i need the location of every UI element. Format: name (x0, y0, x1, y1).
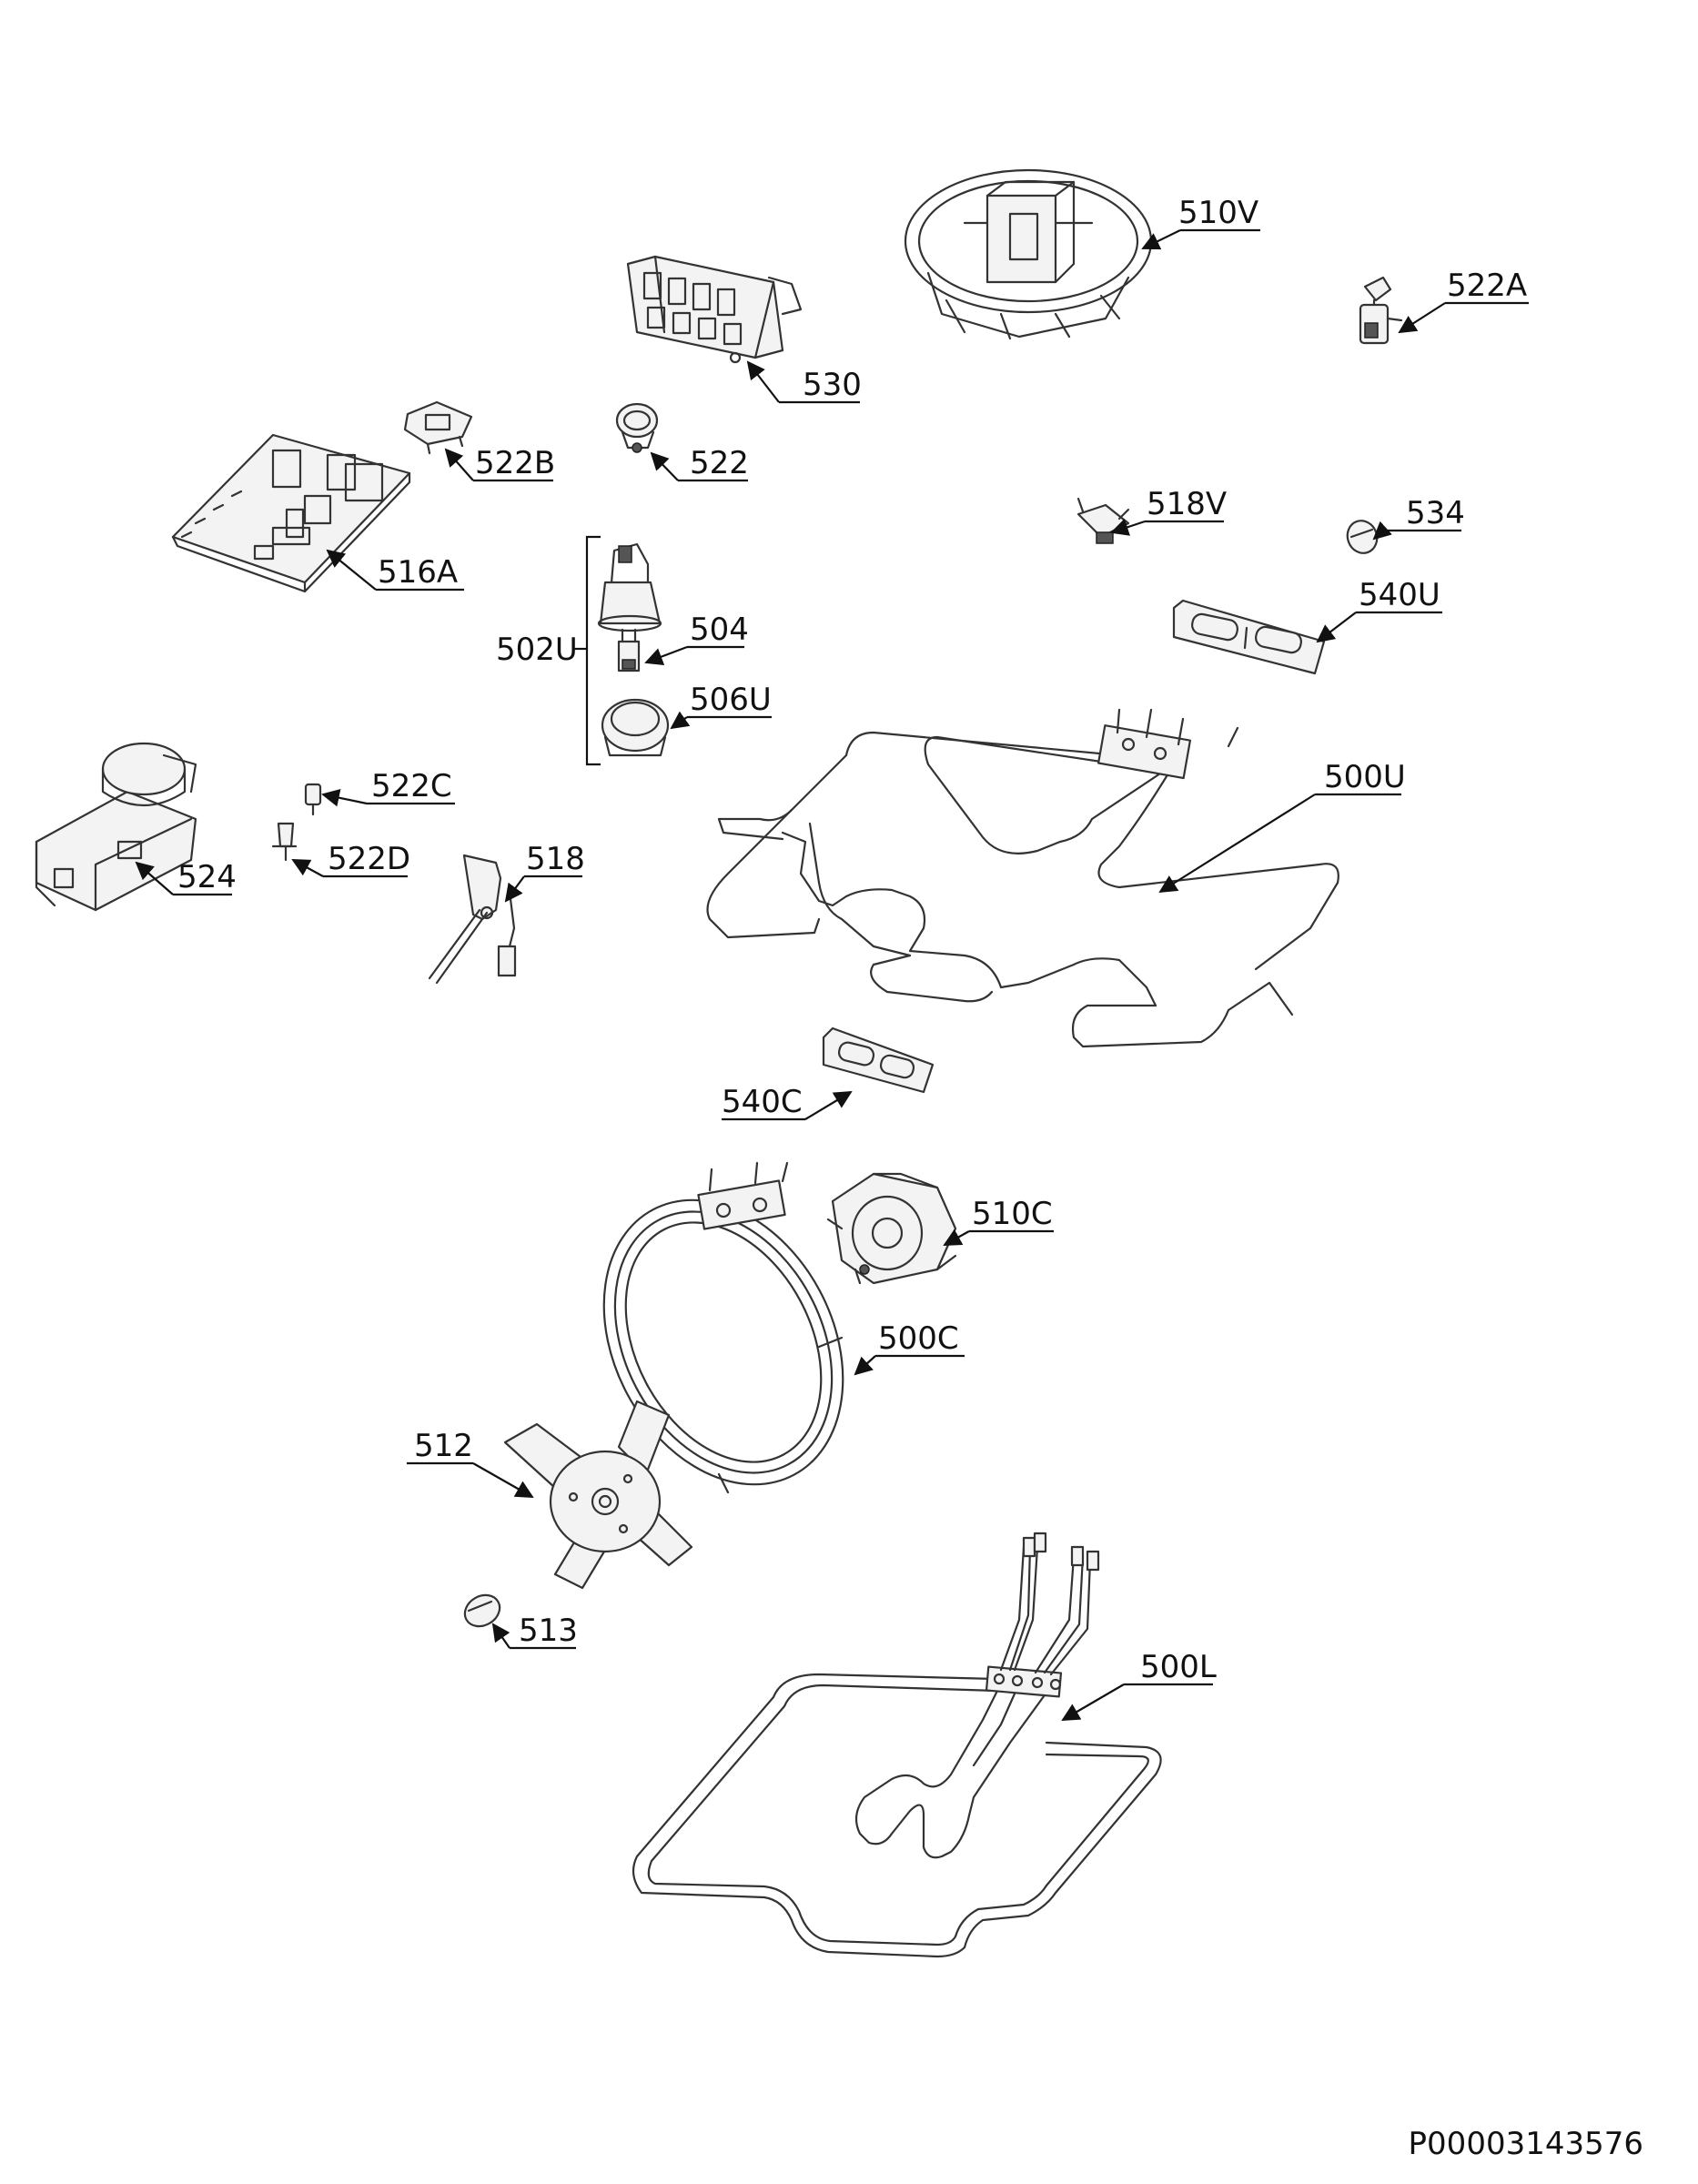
label-500C: 500C (878, 1320, 959, 1357)
part-530-terminal-block (626, 255, 803, 364)
part-500U-top-element (706, 708, 1339, 1048)
part-506U-button (601, 698, 670, 757)
label-513: 513 (519, 1613, 578, 1649)
label-504: 504 (690, 612, 749, 648)
part-522A-switch (1359, 276, 1403, 345)
part-500L-bottom-element (632, 1532, 1162, 1958)
part-516A-control-board (171, 433, 411, 593)
part-518-temperature-sensor (428, 854, 517, 985)
part-522B-switch (403, 400, 473, 455)
label-516A: 516A (378, 554, 458, 591)
label-522D: 522D (328, 841, 410, 877)
label-518: 518 (526, 841, 585, 877)
label-512: 512 (414, 1428, 473, 1464)
label-500U: 500U (1324, 759, 1406, 795)
part-522-lamp-holder (615, 402, 659, 453)
part-513-nut (463, 1593, 501, 1628)
part-522C-pin (304, 783, 322, 816)
label-506U: 506U (690, 682, 772, 718)
label-530: 530 (803, 367, 862, 403)
part-500C-circular-element (602, 1161, 844, 1494)
label-500L: 500L (1140, 1649, 1217, 1685)
part-522D-pin (271, 822, 298, 862)
part-540U-gasket (1172, 599, 1326, 675)
label-502U: 502U (496, 632, 578, 668)
part-504-switch (617, 628, 641, 672)
label-540C: 540C (722, 1084, 803, 1120)
part-512-fan-blade (503, 1400, 693, 1590)
label-522B: 522B (475, 445, 555, 481)
part-510V-fan-motor (904, 168, 1153, 340)
label-510C: 510C (972, 1196, 1053, 1232)
part-502U-knob (597, 542, 662, 632)
label-522C: 522C (371, 768, 452, 804)
document-code: P00003143576 (1408, 2126, 1643, 2162)
part-510C-fan-motor (826, 1172, 957, 1285)
part-540C-gasket (822, 1026, 935, 1094)
label-522: 522 (690, 445, 749, 481)
label-518V: 518V (1147, 486, 1227, 522)
part-518V-sensor (1076, 497, 1130, 544)
label-524: 524 (177, 859, 237, 895)
label-534: 534 (1406, 495, 1465, 531)
label-522A: 522A (1447, 268, 1527, 304)
label-510V: 510V (1178, 195, 1258, 231)
part-524-door-lock (35, 742, 197, 912)
label-540U: 540U (1359, 577, 1440, 613)
